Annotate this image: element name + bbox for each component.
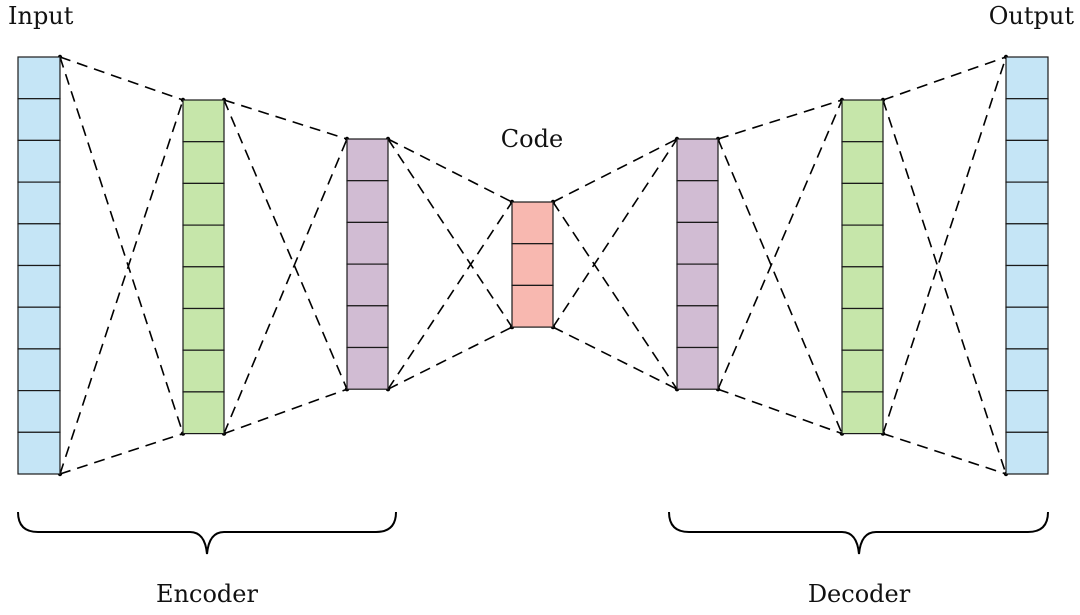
output-layer xyxy=(1005,56,1049,475)
input-unit xyxy=(17,181,61,225)
input-label: Input xyxy=(8,2,74,30)
output-unit xyxy=(1005,98,1049,141)
input-unit xyxy=(17,390,61,433)
input-unit xyxy=(17,139,61,183)
decoder-hidden-1-unit xyxy=(676,138,719,182)
decoder-hidden-1-layer xyxy=(676,138,719,390)
layers xyxy=(17,56,1049,475)
decoder-hidden-2-unit xyxy=(841,99,884,143)
decoder-label: Decoder xyxy=(808,580,911,608)
encoder-hidden-1-unit xyxy=(182,307,225,351)
decoder-hidden-1-unit xyxy=(676,346,719,390)
encoder-hidden-1-unit xyxy=(182,391,225,435)
code-unit xyxy=(511,201,554,245)
connection-line xyxy=(717,138,843,434)
connection-line xyxy=(552,138,678,328)
output-unit xyxy=(1005,264,1049,308)
encoder-label: Encoder xyxy=(156,580,258,608)
connection-line xyxy=(223,99,348,390)
decoder-hidden-2-unit xyxy=(841,349,884,393)
encoder-hidden-1-layer xyxy=(182,99,225,435)
decoder-hidden-1-unit xyxy=(676,263,719,307)
connection-line xyxy=(223,388,348,435)
encoder-hidden-2-unit xyxy=(346,180,389,223)
decoder-hidden-2-unit xyxy=(841,224,884,268)
connection-line xyxy=(552,326,678,390)
output-unit xyxy=(1005,306,1049,350)
output-unit xyxy=(1005,181,1049,225)
connections xyxy=(57,54,1009,477)
connection-line xyxy=(552,201,678,390)
decoder-hidden-1-unit xyxy=(676,305,719,349)
encoder-hidden-1-unit xyxy=(182,224,225,268)
connection-line xyxy=(59,56,184,434)
encoder-hidden-2-unit xyxy=(346,305,389,349)
encoder-hidden-1-unit xyxy=(182,266,225,310)
decoder-hidden-2-unit xyxy=(841,307,884,351)
decoder-hidden-2-unit xyxy=(841,182,884,226)
code-unit xyxy=(511,284,554,328)
encoder-hidden-2-unit xyxy=(346,263,389,307)
decoder-hidden-2-unit xyxy=(841,391,884,435)
connection-line xyxy=(59,56,184,101)
code-unit xyxy=(511,243,554,286)
encoder-hidden-2-layer xyxy=(346,138,389,390)
output-unit xyxy=(1005,139,1049,183)
decoder-hidden-1-unit xyxy=(676,221,719,265)
connection-line xyxy=(387,201,513,390)
code-layer xyxy=(511,201,554,328)
connection-line xyxy=(387,138,513,328)
connection-line xyxy=(717,99,843,390)
connection-line xyxy=(882,99,1007,475)
input-layer xyxy=(17,56,61,475)
connection-line xyxy=(552,138,678,203)
encoder-hidden-1-unit xyxy=(182,349,225,393)
encoder-hidden-1-unit xyxy=(182,99,225,143)
connection-line xyxy=(882,56,1007,434)
encoder-hidden-2-unit xyxy=(346,221,389,265)
connection-line xyxy=(59,99,184,475)
connection-line xyxy=(59,432,184,475)
connection-line xyxy=(717,99,843,140)
connection-line xyxy=(223,99,348,140)
connection-line xyxy=(882,432,1007,475)
output-unit xyxy=(1005,56,1049,100)
decoder-hidden-2-unit xyxy=(841,266,884,310)
connection-line xyxy=(387,326,513,390)
connection-line xyxy=(717,388,843,435)
encoder-hidden-2-unit xyxy=(346,138,389,182)
connection-line xyxy=(882,56,1007,101)
output-label: Output xyxy=(989,2,1075,30)
input-unit xyxy=(17,264,61,308)
decoder-hidden-2-unit xyxy=(841,141,884,184)
input-unit xyxy=(17,348,61,392)
output-unit xyxy=(1005,223,1049,267)
input-unit xyxy=(17,56,61,100)
output-unit xyxy=(1005,348,1049,392)
decoder-hidden-2-layer xyxy=(841,99,884,435)
watermark: 知乎 @远行人 xyxy=(888,557,1052,587)
encoder-hidden-2-unit xyxy=(346,346,389,390)
encoder-brace xyxy=(17,511,397,555)
connection-line xyxy=(223,138,348,434)
connection-line xyxy=(387,138,513,203)
input-unit xyxy=(17,223,61,267)
output-unit xyxy=(1005,390,1049,433)
output-unit xyxy=(1005,431,1049,475)
decoder-brace xyxy=(668,511,1049,555)
input-unit xyxy=(17,306,61,350)
decoder-hidden-1-unit xyxy=(676,180,719,223)
input-unit xyxy=(17,98,61,141)
code-label: Code xyxy=(501,125,563,153)
encoder-hidden-1-unit xyxy=(182,141,225,184)
encoder-hidden-1-unit xyxy=(182,182,225,226)
input-unit xyxy=(17,431,61,475)
